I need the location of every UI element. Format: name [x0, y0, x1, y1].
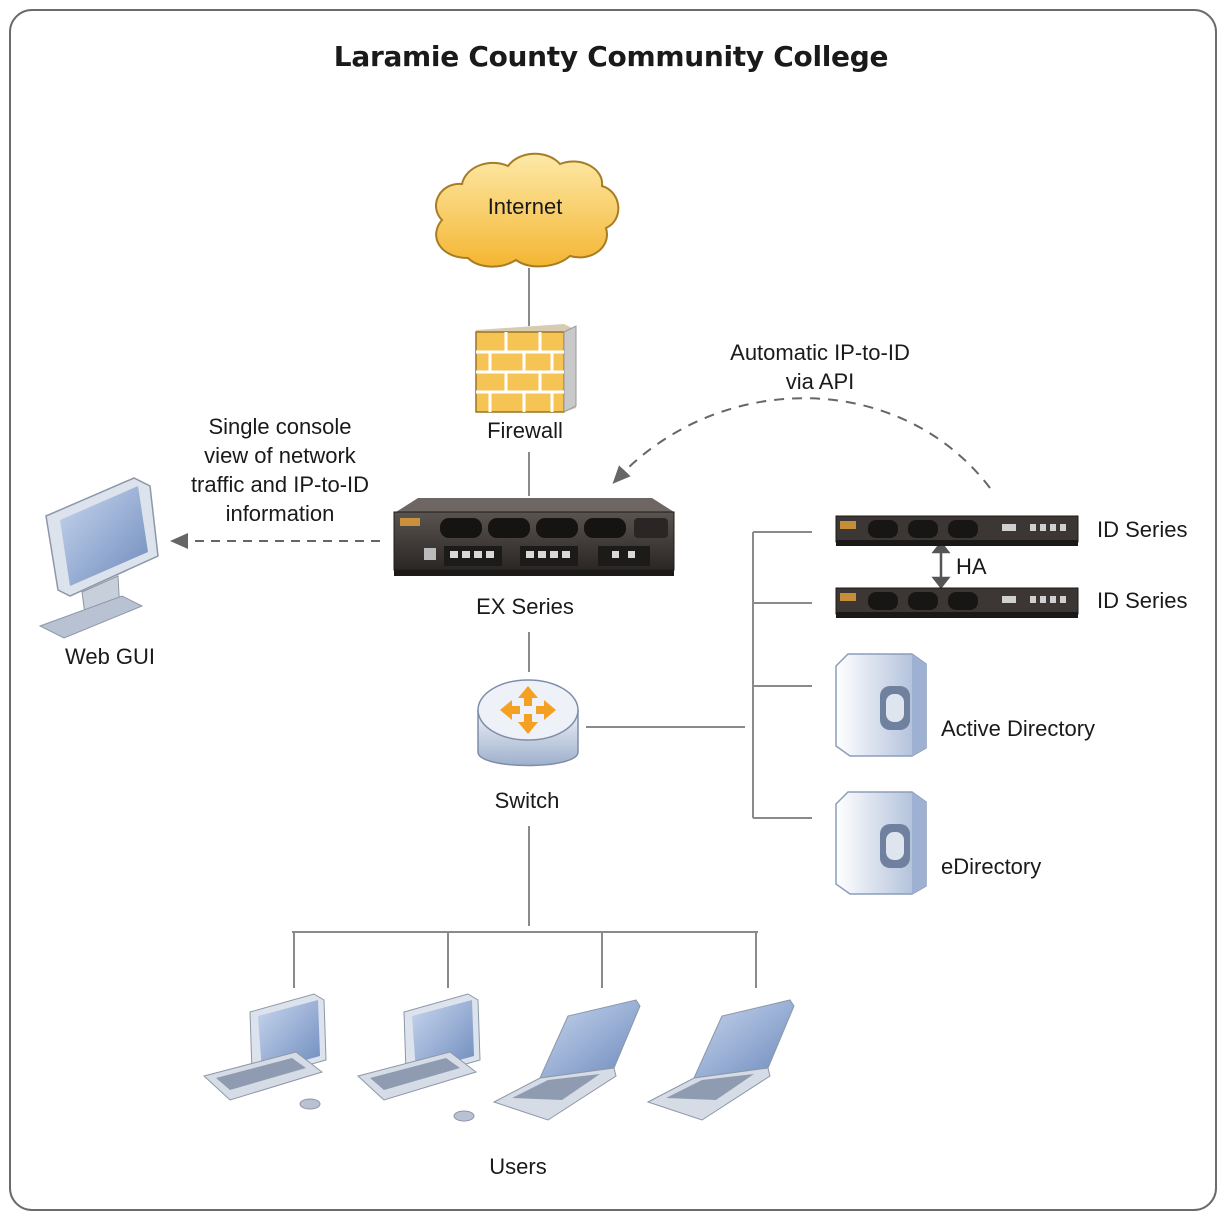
- web-gui-label: Web GUI: [64, 644, 156, 669]
- console-annotation-line: traffic and IP-to-ID: [190, 472, 370, 497]
- connections: [292, 268, 812, 988]
- ex-series-appliance-icon: [393, 498, 675, 576]
- page-title: Laramie County Community College: [333, 40, 889, 73]
- switch-label: Switch: [494, 788, 560, 813]
- firewall-icon: [475, 324, 577, 413]
- internet-label: Internet: [487, 194, 563, 219]
- console-annotation-line: view of network: [204, 443, 356, 468]
- edirectory-server-icon: [835, 791, 927, 895]
- switch-icon: [477, 679, 579, 767]
- api-annotation-line: Automatic IP-to-ID: [730, 340, 910, 365]
- console-annotation: Single console view of network traffic a…: [191, 412, 369, 528]
- active-directory-server-icon: [835, 653, 927, 757]
- user-desktop-icon: [202, 993, 327, 1110]
- console-annotation-line: information: [225, 501, 335, 526]
- id-series-device-icon: [835, 587, 1079, 618]
- internet-cloud-icon: [435, 152, 620, 268]
- firewall-label: Firewall: [487, 418, 563, 443]
- ex-series-label: EX Series: [476, 594, 574, 619]
- diagram-border: [9, 9, 1217, 1211]
- ha-arrow-icon: [931, 540, 951, 590]
- id-series-label: ID Series: [1097, 588, 1188, 613]
- api-annotation: Automatic IP-to-ID via API: [730, 338, 910, 396]
- ha-label: HA: [956, 554, 987, 579]
- api-arrow: [612, 397, 991, 489]
- api-annotation-line: via API: [785, 369, 855, 394]
- id-series-label: ID Series: [1097, 517, 1188, 542]
- edirectory-label: eDirectory: [941, 854, 1042, 879]
- id-series-device-icon: [835, 515, 1079, 546]
- user-laptop-icon: [492, 999, 641, 1121]
- active-directory-label: Active Directory: [941, 716, 1096, 741]
- user-desktop-icon: [356, 993, 481, 1122]
- console-annotation-line: Single console: [208, 414, 352, 439]
- user-laptop-icon: [646, 999, 795, 1121]
- users-label: Users: [489, 1154, 547, 1179]
- web-gui-monitor-icon: [38, 477, 159, 639]
